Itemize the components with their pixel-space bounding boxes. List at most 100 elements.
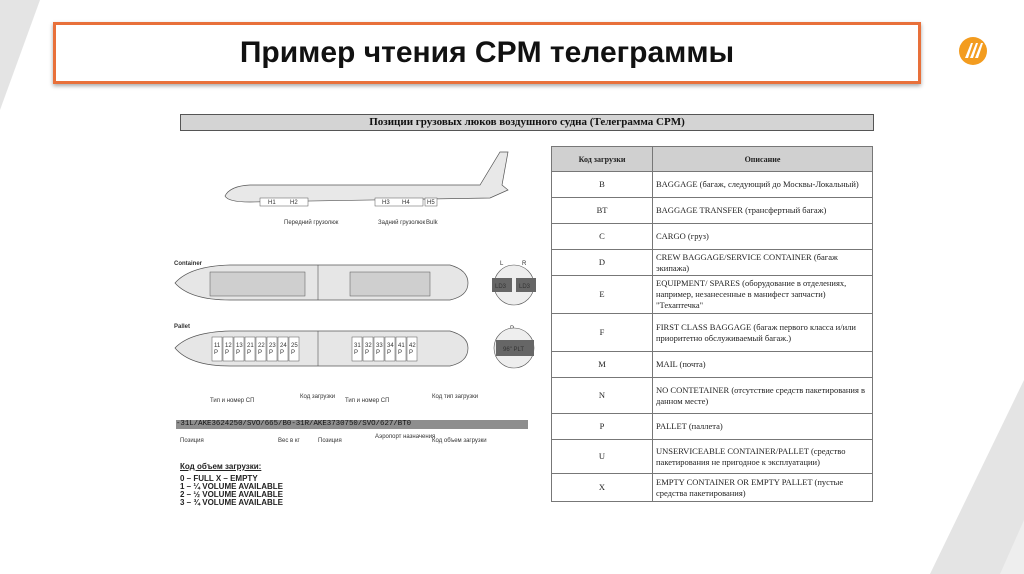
l-label: L — [500, 261, 504, 267]
pallet-position-box — [211, 336, 223, 362]
title-box: Пример чтения CPM телеграммы — [53, 22, 921, 84]
pallet-position-box — [351, 336, 363, 362]
pallet-position-label: 23 — [269, 343, 276, 349]
rear-hold-label: Задний грузолюк — [378, 219, 425, 226]
pallet-position-label: 22 — [258, 343, 265, 349]
callout-bottom-2: Вес в кг — [278, 438, 300, 444]
h2-label: H2 — [290, 200, 298, 206]
callout-top-1: Тип и номер СП — [210, 398, 254, 404]
r-label: R — [522, 261, 527, 267]
pallet-position-label: 24 — [280, 343, 287, 349]
desc-cell: BAGGAGE TRANSFER (трансфертный багаж) — [652, 197, 873, 224]
pallet-position-box — [406, 336, 418, 362]
pallet-position-label: 21 — [247, 343, 254, 349]
desc-cell: EQUIPMENT/ SPARES (оборудование в отделе… — [652, 275, 873, 314]
pallet-position-label: 13 — [236, 343, 243, 349]
h4-label: H4 — [402, 200, 410, 206]
pallet-position-label: 41 — [398, 343, 405, 349]
pallet-position-label: 12 — [225, 343, 232, 349]
ld3-section-view: L R LD3 LD3 — [492, 261, 536, 306]
company-logo-icon — [959, 37, 987, 65]
pallet-position-label: P — [365, 350, 369, 356]
code-cell: BT — [551, 197, 653, 224]
cpm-telegram-line: -31L/AKE3624250/SVO/665/B0-31R/AKE373075… — [176, 420, 528, 429]
slide-title: Пример чтения CPM телеграммы — [239, 36, 735, 69]
legend-item: 1 – ¼ VOLUME AVAILABLE — [180, 482, 283, 491]
ld3-left: LD3 — [495, 284, 507, 290]
callout-bottom-4: Аэропорт назначения — [375, 434, 435, 440]
legend-item: 0 – FULL X – EMPTY — [180, 474, 258, 483]
front-hold-label: Передний грузолюк — [284, 219, 339, 226]
code-cell: C — [551, 223, 653, 250]
document-header: Позиции грузовых люков воздушного судна … — [180, 114, 874, 131]
pallet-position-label: 33 — [376, 343, 383, 349]
volume-code-legend: Код объем загрузки: 0 – FULL X – EMPTY 1… — [180, 463, 283, 507]
desc-cell: PALLET (паллета) — [652, 413, 873, 440]
pallet-position-box — [277, 336, 289, 362]
pallet-position-box — [255, 336, 267, 362]
code-cell: X — [551, 473, 653, 502]
pallet-position-box — [288, 336, 300, 362]
ld3-right: LD3 — [519, 284, 531, 290]
pallet-position-label: P — [291, 350, 295, 356]
desc-cell: UNSERVICEABLE CONTAINER/PALLET (средство… — [652, 439, 873, 474]
telegram-callouts: Тип и номер СП Код загрузки Тип и номер … — [180, 394, 487, 444]
pallet-position-label: P — [236, 350, 240, 356]
pallet-position-label: 32 — [365, 343, 372, 349]
legend-item: 2 – ½ VOLUME AVAILABLE — [180, 490, 283, 499]
code-cell: N — [551, 377, 653, 414]
col-header-desc: Описание — [652, 146, 873, 172]
pallet-position-label: P — [398, 350, 402, 356]
pallet-position-box — [395, 336, 407, 362]
desc-cell: CARGO (груз) — [652, 223, 873, 250]
code-cell: P — [551, 413, 653, 440]
pallet-position-label: 11 — [214, 343, 221, 349]
pallet-position-label: P — [376, 350, 380, 356]
pallet-position-label: 31 — [354, 343, 361, 349]
callout-bottom-1: Позиция — [180, 438, 204, 444]
pallet-position-label: P — [409, 350, 413, 356]
desc-cell: MAIL (почта) — [652, 351, 873, 378]
pallet-position-label: P — [387, 350, 391, 356]
pallet-label: Pallet — [174, 324, 190, 330]
plt-section-view: P 96" PLT — [493, 326, 535, 369]
pallet-position-box — [266, 336, 278, 362]
callout-bottom-3: Позиция — [318, 438, 342, 444]
callout-top-2: Код загрузки — [300, 394, 335, 400]
desc-cell: BAGGAGE (багаж, следующий до Москвы-Лока… — [652, 171, 873, 198]
pallet-position-box — [222, 336, 234, 362]
h5-label: H5 — [427, 200, 435, 206]
desc-cell: CREW BAGGAGE/SERVICE CONTAINER (багаж эк… — [652, 249, 873, 276]
pallet-position-label: P — [214, 350, 218, 356]
legend-title: Код объем загрузки: — [180, 462, 262, 471]
pallet-position-label: P — [247, 350, 251, 356]
aircraft-side-view: H1 H2 H3 H4 H5 Передний грузолюк Задний … — [224, 151, 509, 226]
pallet-position-label: P — [258, 350, 262, 356]
pallet-position-box — [384, 336, 396, 362]
col-header-code: Код загрузки — [551, 146, 653, 172]
pallet-position-label: 25 — [291, 343, 298, 349]
pallet-position-label: P — [225, 350, 229, 356]
code-cell: E — [551, 275, 653, 314]
pallet-position-label: 34 — [387, 343, 394, 349]
code-cell: D — [551, 249, 653, 276]
h1-label: H1 — [268, 200, 276, 206]
pallet-position-label: 42 — [409, 343, 416, 349]
desc-cell: EMPTY CONTAINER OR EMPTY PALLET (пустые … — [652, 473, 873, 502]
container-layout: Container L R LD3 LD3 — [174, 261, 536, 306]
h3-label: H3 — [382, 200, 390, 206]
